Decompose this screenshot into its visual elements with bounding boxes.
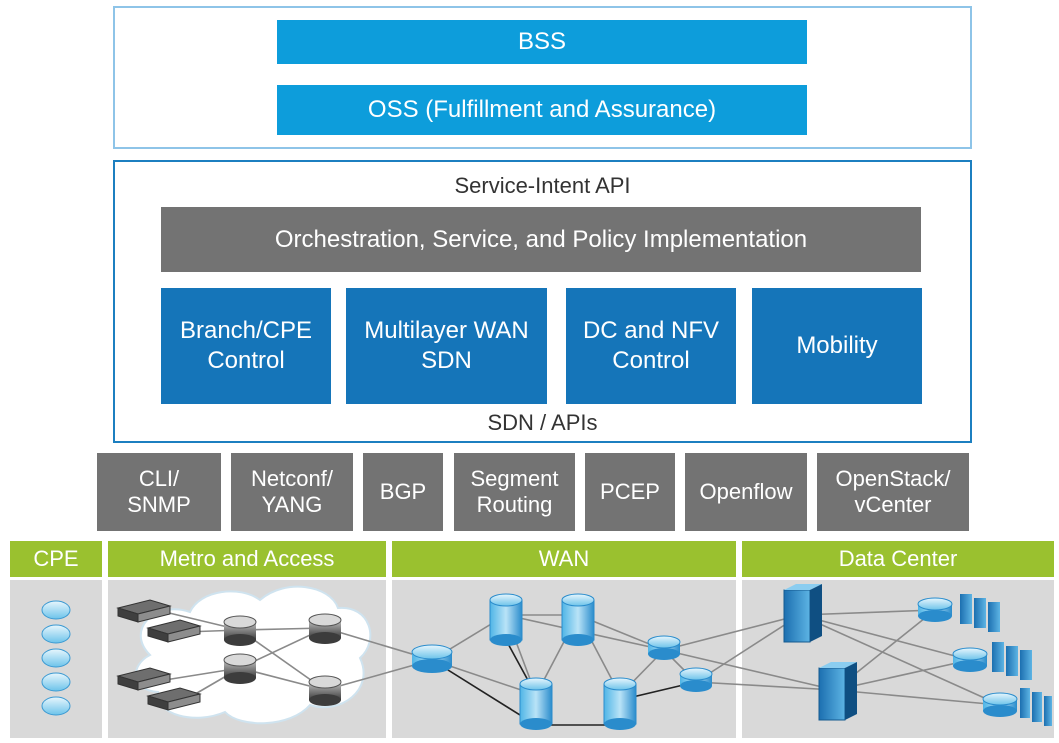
business-layer-frame xyxy=(113,6,972,149)
core-router-icon xyxy=(308,675,342,706)
server-rack-icon xyxy=(992,642,1032,680)
router-icon xyxy=(982,692,1018,717)
segment-header-metro-access: Metro and Access xyxy=(108,541,386,577)
server-rack-icon xyxy=(960,594,1000,632)
router-icon xyxy=(679,667,713,692)
bss-bar: BSS xyxy=(277,20,807,64)
router-icon xyxy=(41,600,71,620)
protocol-segment-routing: Segment Routing xyxy=(454,453,575,531)
metro-routers xyxy=(223,613,342,706)
service-intent-api-caption: Service-Intent API xyxy=(454,173,631,198)
router-icon xyxy=(41,624,71,644)
core-router-icon xyxy=(561,593,595,646)
core-router-icon xyxy=(603,677,637,730)
core-router-icon xyxy=(223,615,257,646)
protocol-bgp: BGP xyxy=(363,453,443,531)
server-rack-icon xyxy=(1020,688,1052,726)
segment-header-data-center: Data Center xyxy=(742,541,1054,577)
controller-branch-cpe: Branch/CPE Control xyxy=(161,288,331,404)
router-icon xyxy=(41,672,71,692)
core-router-icon xyxy=(223,653,257,684)
oss-bar: OSS (Fulfillment and Assurance) xyxy=(277,85,807,135)
core-router-icon xyxy=(308,613,342,644)
orchestration-bar: Orchestration, Service, and Policy Imple… xyxy=(161,207,921,272)
server-rack-icon xyxy=(818,662,857,721)
segment-header-wan: WAN xyxy=(392,541,736,577)
access-switches xyxy=(116,599,202,711)
dc-leaf-group xyxy=(917,594,1052,726)
sdn-apis-caption: SDN / APIs xyxy=(487,410,598,435)
control-layer-frame xyxy=(113,160,972,443)
controller-multilayer-wan: Multilayer WAN SDN xyxy=(346,288,547,404)
router-icon xyxy=(917,597,953,622)
dc-links xyxy=(663,609,1001,706)
protocol-openstack-vcenter: OpenStack/ vCenter xyxy=(817,453,969,531)
core-router-icon xyxy=(519,677,553,730)
protocol-openflow: Openflow xyxy=(685,453,807,531)
segment-header-cpe: CPE xyxy=(10,541,102,577)
router-icon xyxy=(41,648,71,668)
core-router-icon xyxy=(489,593,523,646)
controller-mobility: Mobility xyxy=(752,288,922,404)
wan-core-routers xyxy=(489,593,637,730)
router-icon xyxy=(647,635,681,660)
cpe-routers xyxy=(41,600,71,716)
server-rack-icon xyxy=(783,584,822,643)
controller-dc-nfv: DC and NFV Control xyxy=(566,288,736,404)
router-icon xyxy=(411,644,453,673)
protocol-pcep: PCEP xyxy=(585,453,675,531)
protocol-netconf-yang: Netconf/ YANG xyxy=(231,453,353,531)
router-icon xyxy=(952,647,988,672)
router-icon xyxy=(41,696,71,716)
protocol-cli-snmp: CLI/ SNMP xyxy=(97,453,221,531)
